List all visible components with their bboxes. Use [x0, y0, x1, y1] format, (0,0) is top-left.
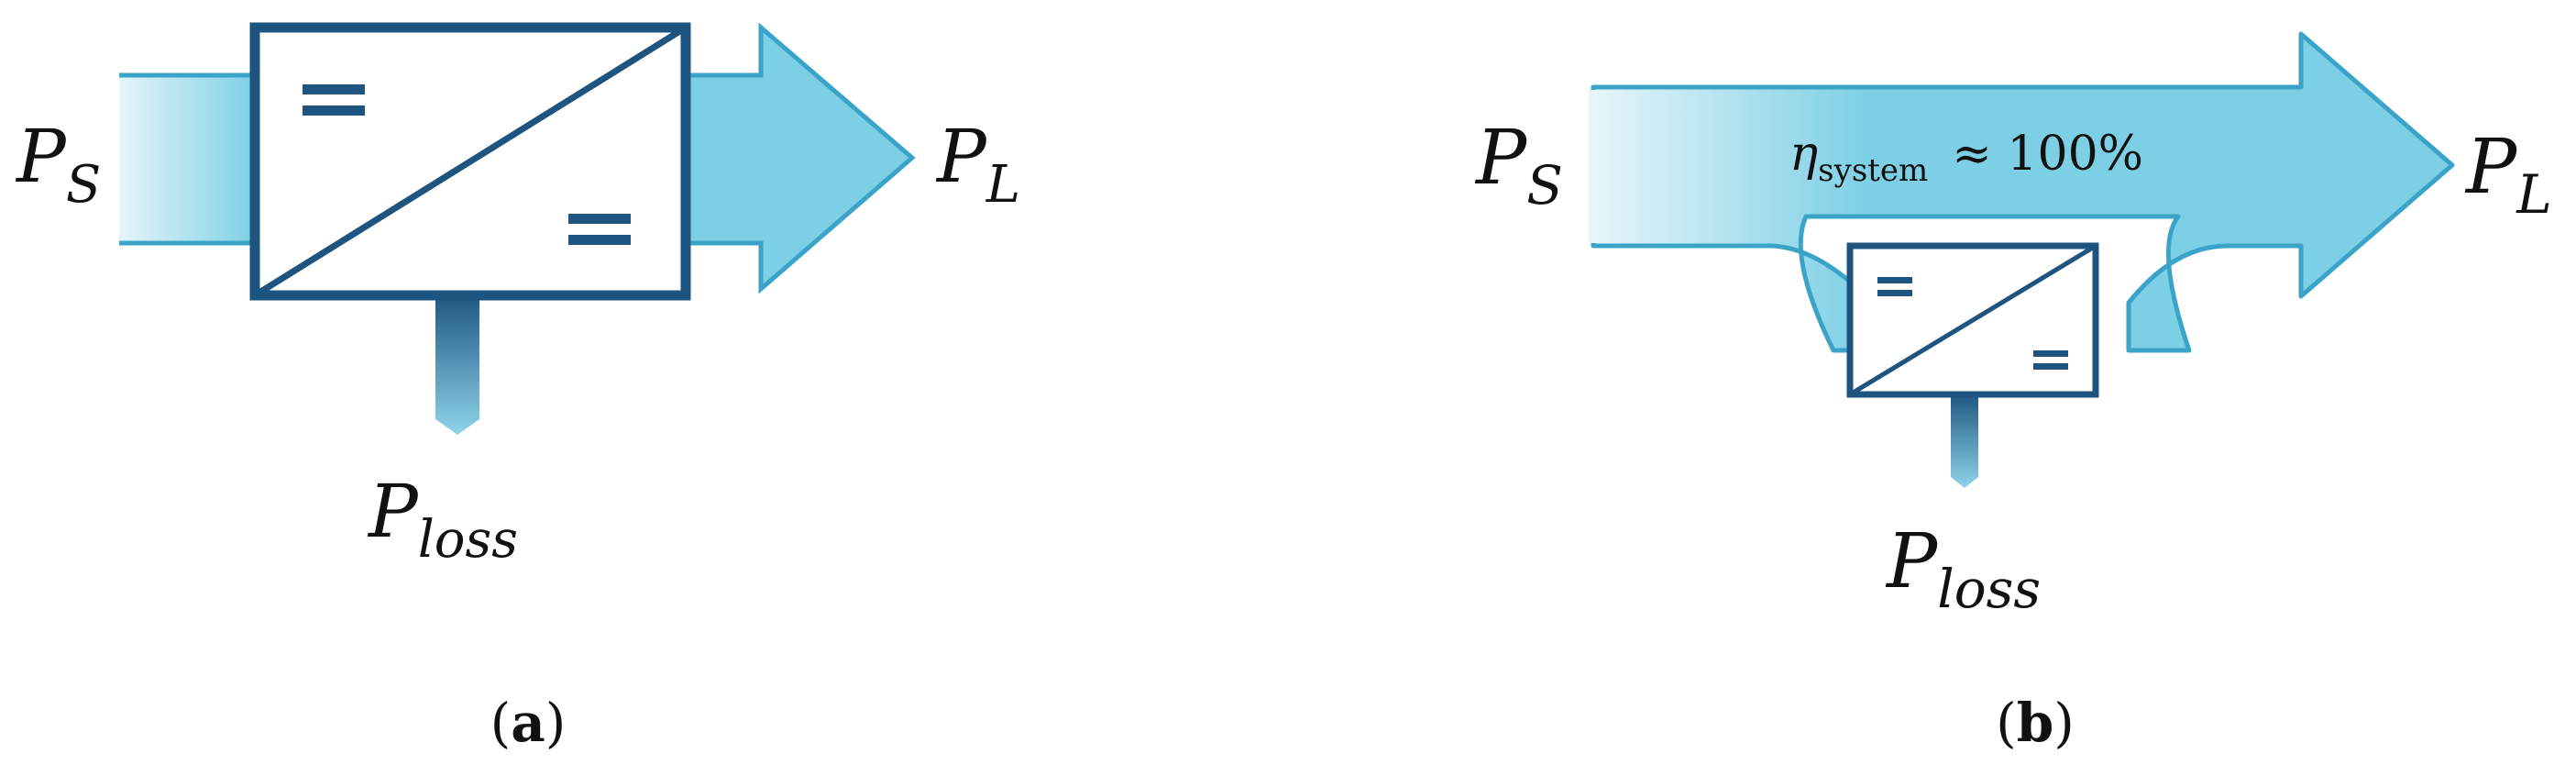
- output-power-arrow: [676, 22, 916, 294]
- loss-stub: [1951, 393, 1978, 488]
- load-power-label: PL: [935, 114, 1020, 215]
- source-power-label: PS: [1474, 115, 1563, 216]
- loss-stub: [435, 294, 479, 435]
- converter-output-dc-symbol: [2033, 350, 2068, 370]
- efficiency-label: ηsystem≈ 100%: [1789, 127, 2143, 189]
- source-power-label: PS: [15, 114, 101, 215]
- panel-b-caption: (b): [1996, 692, 2075, 754]
- converter-input-dc-symbol: [1877, 277, 1912, 296]
- bypass-power-arrow: [1591, 31, 2455, 353]
- panel-b: ηsystem≈ 100% PS PL Ploss (b): [1474, 31, 2552, 754]
- converter-output-dc-symbol: [568, 214, 631, 245]
- loss-power-label: Ploss: [1885, 518, 2041, 620]
- panel-a: PS PL Ploss (a): [15, 22, 1020, 754]
- load-power-label: PL: [2464, 124, 2552, 226]
- converter-diagonal: [1848, 243, 2097, 397]
- panel-a-caption: (a): [490, 692, 567, 754]
- input-power-flow: [119, 75, 266, 243]
- flow-left-cover: [1589, 90, 1600, 243]
- converter-input-dc-symbol: [303, 84, 365, 116]
- converter-diagonal: [253, 25, 688, 298]
- loss-power-label: Ploss: [367, 469, 518, 570]
